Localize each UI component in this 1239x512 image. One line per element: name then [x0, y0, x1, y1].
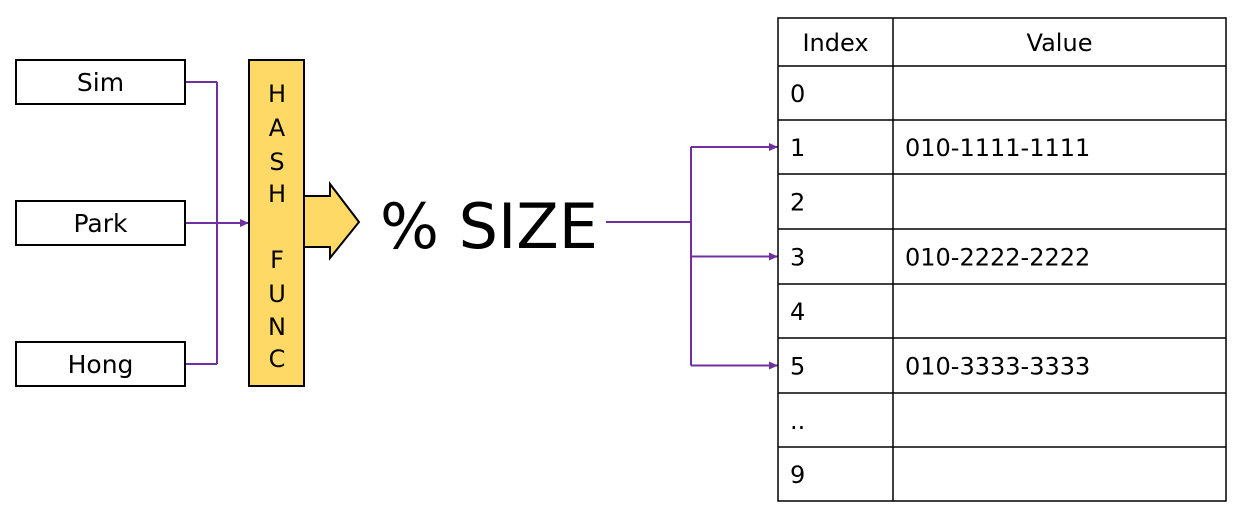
- hash-letter: C: [269, 345, 286, 373]
- hash-letter: H: [268, 180, 286, 208]
- hash-table: Index Value 0 1 010-1111-1111 2 3 010-2222-2222…: [777, 17, 1227, 502]
- cell-value: 010-3333-3333: [905, 353, 1090, 381]
- key-box-hong: Hong: [15, 341, 186, 387]
- key-label: Hong: [68, 350, 134, 379]
- key-label: Sim: [77, 68, 124, 97]
- hash-letter: H: [268, 80, 286, 108]
- table-row: 0: [790, 80, 805, 108]
- key-box-frame: [15, 59, 186, 105]
- cell-value: 010-2222-2222: [905, 244, 1090, 272]
- table-frame: [777, 17, 1227, 502]
- header-index: Index: [802, 29, 868, 57]
- cell-index: 0: [790, 80, 805, 108]
- table-row: ..: [790, 407, 805, 435]
- key-label: Park: [73, 209, 128, 238]
- hash-output-arrow: [303, 181, 361, 261]
- hash-letter: N: [268, 313, 286, 341]
- table-row: 2: [790, 189, 805, 217]
- key-box-frame: [15, 200, 186, 246]
- table-row: 1 010-1111-1111: [790, 134, 1090, 162]
- cell-index: 9: [790, 461, 805, 489]
- table-row: 3 010-2222-2222: [790, 244, 1090, 272]
- hash-letter: A: [269, 114, 286, 142]
- table-row: 5 010-3333-3333: [790, 353, 1090, 381]
- modulo-label: % SIZE: [380, 190, 598, 263]
- hash-letter: F: [270, 246, 284, 274]
- cell-index: 5: [790, 353, 805, 381]
- table-row: 4: [790, 298, 805, 326]
- cell-index: 4: [790, 298, 805, 326]
- key-box-frame: [15, 341, 186, 387]
- cell-index: 3: [790, 244, 805, 272]
- key-box-park: Park: [15, 200, 186, 246]
- cell-index: 2: [790, 189, 805, 217]
- connectors: [185, 81, 778, 370]
- hash-letter: S: [269, 148, 284, 176]
- hash-letter: U: [268, 280, 286, 308]
- table-row: 9: [790, 461, 805, 489]
- cell-value: 010-1111-1111: [905, 134, 1090, 162]
- cell-index: 1: [790, 134, 805, 162]
- header-value: Value: [1027, 29, 1093, 57]
- hash-function-box: [248, 59, 305, 387]
- key-box-sim: Sim: [15, 59, 186, 105]
- cell-index: ..: [790, 407, 805, 435]
